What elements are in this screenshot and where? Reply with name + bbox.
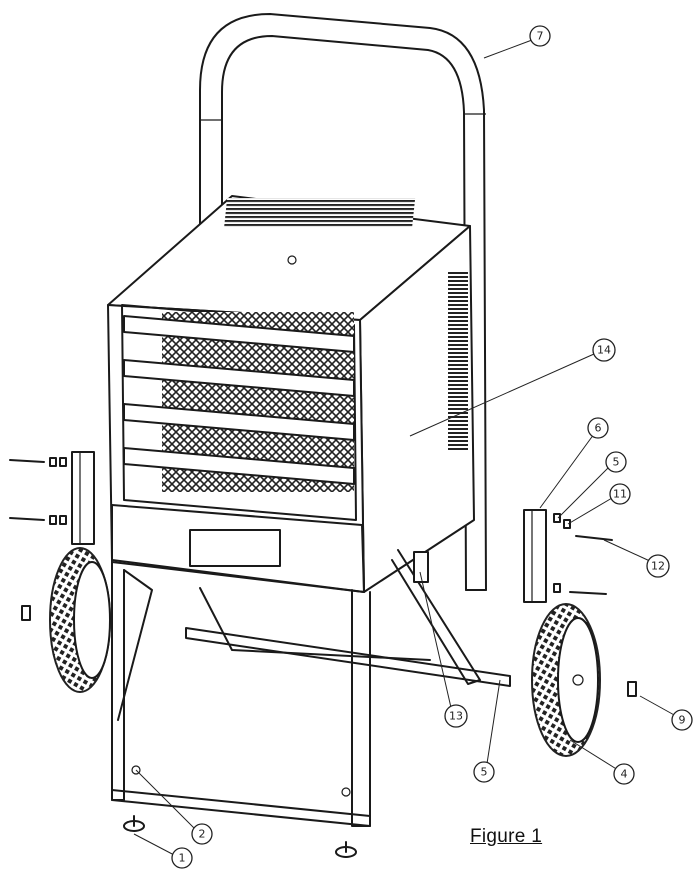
callout-4-label: 4 — [621, 768, 628, 781]
callout-7: 7 — [529, 25, 551, 47]
callout-9: 9 — [671, 709, 693, 731]
callout-5a-label: 5 — [613, 456, 620, 469]
cart-frame — [111, 549, 481, 827]
callout-1: 1 — [171, 847, 193, 869]
callout-6-label: 6 — [595, 422, 602, 435]
callout-13: 13 — [444, 704, 468, 728]
callout-14-label: 14 — [597, 344, 611, 357]
callout-12-label: 12 — [651, 560, 665, 573]
callout-5a: 5 — [605, 451, 627, 473]
callout-11-label: 11 — [613, 488, 627, 501]
left-bracket-assembly — [9, 451, 95, 621]
figure-caption: Figure 1 — [470, 826, 543, 847]
callout-1-label: 1 — [179, 852, 186, 865]
callout-11: 11 — [609, 483, 631, 505]
axle-bar — [185, 627, 511, 687]
leveling-feet — [123, 815, 357, 858]
callout-5b-label: 5 — [481, 766, 488, 779]
callout-2a-label: 2 — [199, 828, 206, 841]
left-wheel — [49, 547, 111, 693]
callout-5b: 5 — [473, 761, 495, 783]
callout-13-label: 13 — [449, 710, 463, 723]
callout-2a: 2 — [191, 823, 213, 845]
callout-9-label: 9 — [679, 714, 686, 727]
callout-7-label: 7 — [537, 30, 544, 43]
right-bracket-assembly — [523, 509, 637, 697]
callout-4: 4 — [613, 763, 635, 785]
callout-leaders — [133, 39, 677, 857]
heater-body — [107, 195, 475, 593]
callout-12: 12 — [646, 554, 670, 578]
right-wheel — [531, 603, 601, 757]
callout-14: 14 — [592, 338, 616, 362]
callout-6: 6 — [587, 417, 609, 439]
handle-frame — [199, 13, 487, 591]
